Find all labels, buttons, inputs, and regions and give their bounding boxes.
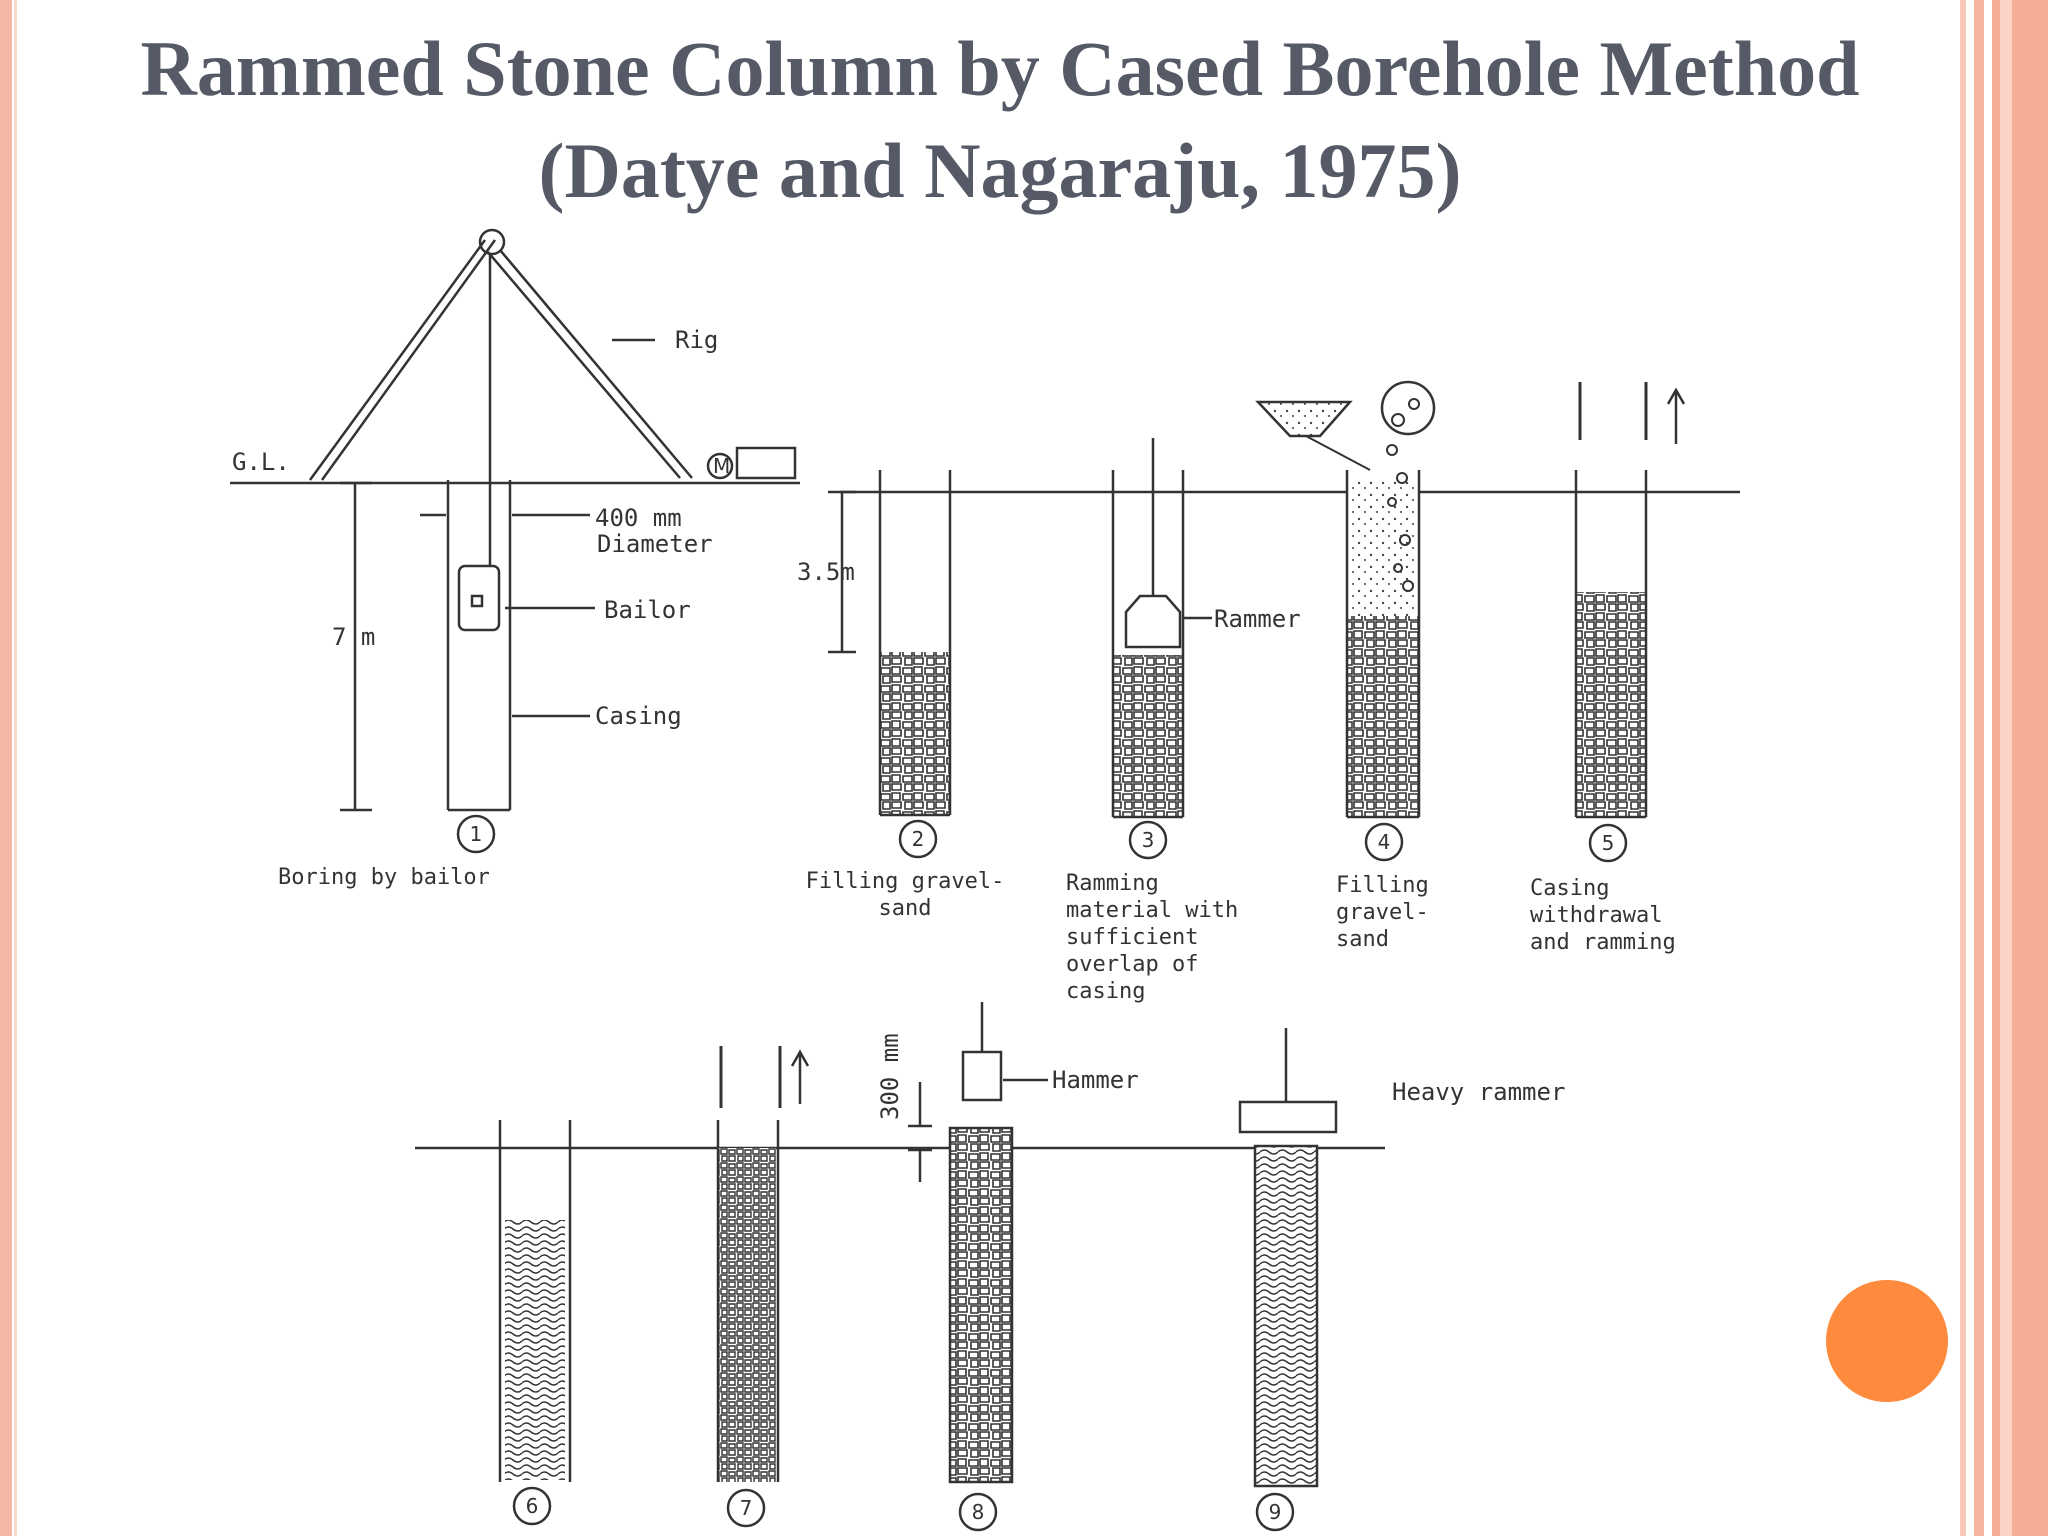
step2-number-circle <box>898 819 938 859</box>
casing-label: Casing <box>595 702 682 730</box>
step4-caption-line2: gravel- <box>1336 900 1429 925</box>
step5-withdrawal <box>1574 382 1686 819</box>
step3-ramming <box>1111 438 1212 819</box>
step3-number: 3 <box>1142 828 1155 852</box>
step8-number-circle <box>958 1492 998 1532</box>
step8-number: 8 <box>972 1500 985 1524</box>
slide-title-line2: (Datye and Nagaraju, 1975) <box>538 127 1462 214</box>
step3-caption-line1: Ramming <box>1066 871 1159 896</box>
stone-column-diagram: Rig G.L. M 400 mm Diameter 7 m Bailor Ca… <box>230 228 1740 1532</box>
step7-number-circle <box>726 1488 766 1528</box>
step6-number: 6 <box>526 1494 539 1518</box>
step5-caption-line2: withdrawal <box>1530 903 1662 928</box>
step2-caption-line2: sand <box>879 896 932 921</box>
step9-number-circle <box>1255 1492 1295 1532</box>
step7-column <box>716 1046 810 1482</box>
right-border-stripe-d <box>2000 0 2012 1536</box>
ground-level-label: G.L. <box>232 448 290 476</box>
step7-number: 7 <box>740 1496 753 1520</box>
step8-column <box>908 1002 1048 1484</box>
diameter-label-line1: 400 mm <box>595 504 682 532</box>
step3-caption-line5: casing <box>1066 979 1145 1004</box>
step1-boring <box>308 228 797 812</box>
step2-caption-line1: Filling gravel- <box>806 869 1005 894</box>
left-border-stripe <box>0 0 12 1536</box>
step4-number: 4 <box>1378 830 1391 854</box>
step3-caption-line2: material with <box>1066 898 1238 923</box>
step5-number: 5 <box>1602 831 1615 855</box>
heavy-rammer-label: Heavy rammer <box>1392 1078 1565 1106</box>
step3-caption-line3: sufficient <box>1066 925 1198 950</box>
right-border-stripe-b <box>1974 0 1984 1536</box>
step5-number-circle <box>1588 823 1628 863</box>
right-border-stripe-a <box>1960 0 1966 1536</box>
step3-number-circle <box>1128 820 1168 860</box>
step1-number: 1 <box>470 822 483 846</box>
step1-caption-line1: Boring by bailor <box>278 865 490 890</box>
step5-caption-line1: Casing <box>1530 876 1609 901</box>
left-border-thin-stripe <box>14 0 17 1536</box>
step5-caption-line3: and ramming <box>1530 930 1676 955</box>
step1-number-circle <box>456 814 496 854</box>
ground-lines <box>230 481 1740 1150</box>
hammer-label: Hammer <box>1052 1066 1139 1094</box>
step2-filling <box>828 470 952 817</box>
motor-label: M <box>713 454 730 478</box>
rammer-label: Rammer <box>1214 605 1301 633</box>
step4-number-circle <box>1364 822 1404 862</box>
step4-caption-line3: sand <box>1336 927 1389 952</box>
step6-column <box>498 1120 572 1482</box>
step9-column <box>1238 1028 1338 1488</box>
rig-label: Rig <box>675 326 718 354</box>
slide-title: Rammed Stone Column by Cased Borehole Me… <box>40 18 1960 222</box>
gap-300mm-label: 300 mm <box>876 1033 904 1120</box>
diameter-label-line2: Diameter <box>597 530 713 558</box>
bailor-label: Bailor <box>604 596 691 624</box>
slide-title-line1: Rammed Stone Column by Cased Borehole Me… <box>140 25 1860 112</box>
step4-filling <box>1255 380 1436 819</box>
step9-number: 9 <box>1269 1500 1282 1524</box>
depth-7m-label: 7 m <box>332 623 375 651</box>
step6-number-circle <box>512 1486 552 1526</box>
depth-3-5m-label: 3.5m <box>797 558 855 586</box>
step4-caption-line1: Filling <box>1336 873 1429 898</box>
step3-caption-line4: overlap of <box>1066 952 1198 977</box>
orange-accent-circle <box>1826 1280 1948 1402</box>
step2-number: 2 <box>912 827 925 851</box>
